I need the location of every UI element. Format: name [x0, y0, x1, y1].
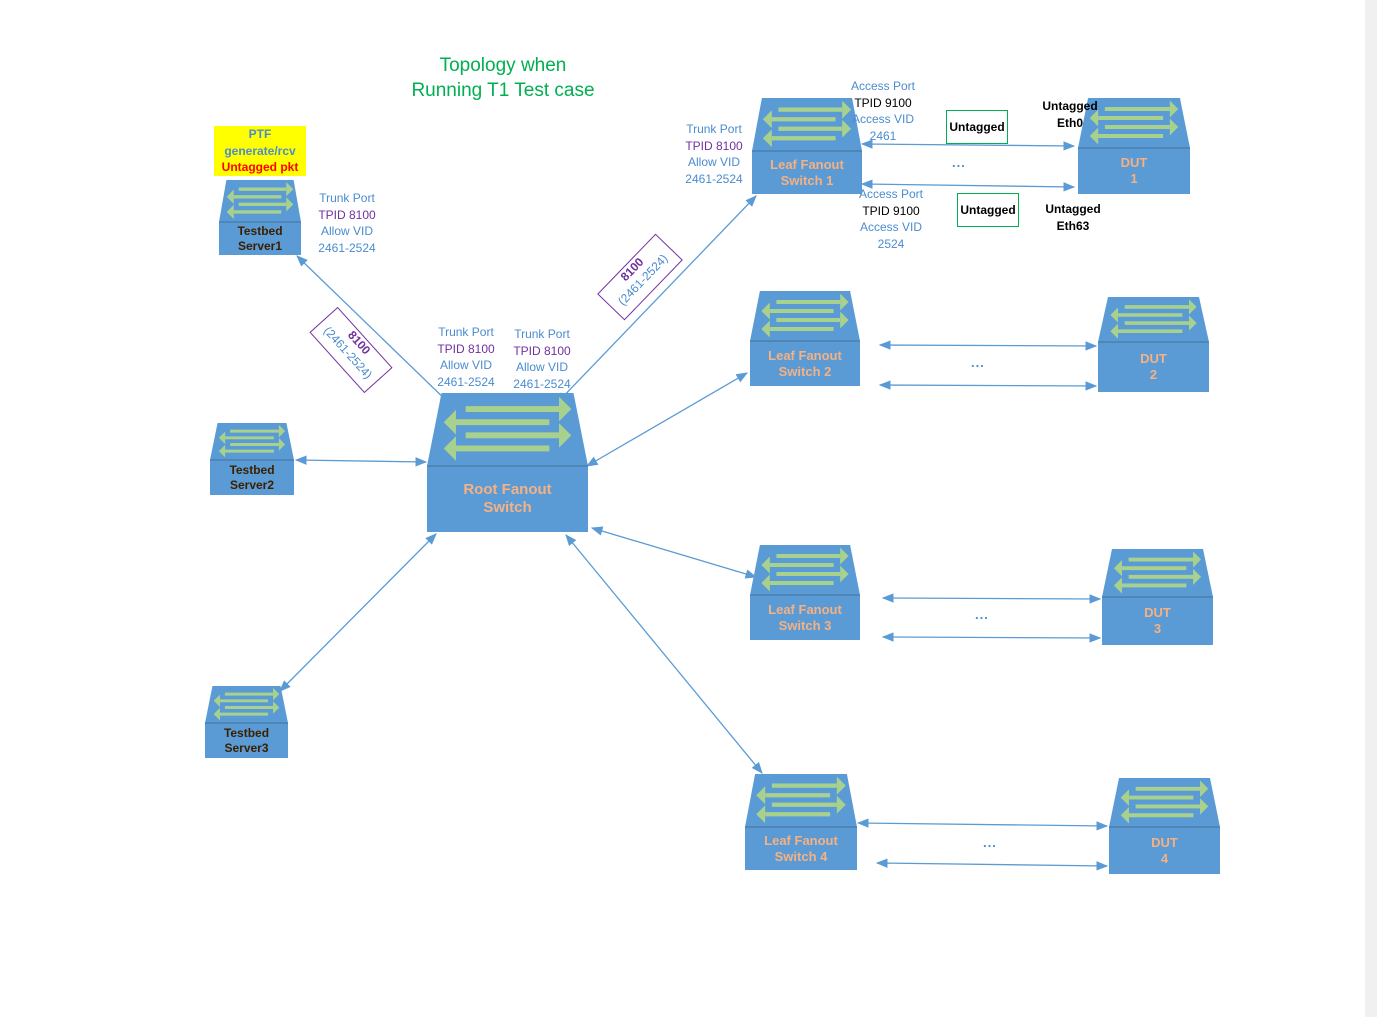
- switch-icon: [1102, 549, 1213, 645]
- ellipsis-leaf2-dut2: ...: [971, 355, 985, 370]
- device-label-line: Switch 4: [774, 848, 828, 864]
- leaf1-access-port-label-bottom: Access Port TPID 9100 Access VID 2524: [858, 187, 924, 251]
- device-label-line: Server3: [224, 740, 269, 755]
- leaf1-trunk-port-label: Trunk Port TPID 8100 Allow VID 2461-2524: [685, 122, 743, 186]
- link-leaf1-dut1-bottom: [860, 179, 1076, 192]
- device-label-line: Leaf Fanout: [764, 832, 838, 848]
- server1-trunk-port-label: Trunk Port TPID 8100 Allow VID 2461-2524: [318, 191, 376, 255]
- device-label-line: Switch 3: [778, 617, 832, 633]
- link-server1-root: [296, 255, 453, 407]
- switch-icon: [752, 98, 862, 194]
- leaf1-access-port-label-top: Access Port TPID 9100 Access VID 2461: [850, 79, 916, 143]
- link-leaf3-dut3-bottom: [881, 632, 1102, 643]
- switch-icon: [750, 291, 860, 386]
- link-root-leaf2: [585, 372, 749, 467]
- device-label-line: DUT: [1144, 605, 1171, 621]
- device-label-line: Server2: [229, 477, 275, 492]
- device-label-line: Testbed: [223, 726, 270, 741]
- link-leaf1-dut1-top: [860, 139, 1076, 151]
- device-label-line: Switch 2: [778, 363, 832, 379]
- switch-icon: [1109, 778, 1220, 874]
- link-leaf4-dut4-bottom: [875, 858, 1109, 871]
- link-root-leaf3: [590, 526, 758, 579]
- switch-icon: [427, 393, 588, 532]
- untagged-box-bottom: Untagged: [957, 193, 1019, 227]
- link-leaf4-dut4-top: [856, 818, 1109, 831]
- dut1-eth0-label: Untagged Eth0: [1042, 99, 1098, 130]
- diagram-title: Topology when Running T1 Test case: [411, 55, 595, 101]
- link-leaf2-dut2-bottom: [878, 380, 1098, 391]
- switch-icon: [750, 545, 860, 640]
- device-label-line: Root Fanout: [463, 481, 552, 498]
- device-label-line: Leaf Fanout: [768, 347, 842, 363]
- device-label-line: DUT: [1120, 155, 1148, 171]
- link-leaf3-dut3-top: [881, 593, 1102, 604]
- switch-icon: [1078, 98, 1190, 194]
- device-label-line: Leaf Fanout: [768, 601, 842, 617]
- link-leaf2-dut2-top: [878, 340, 1098, 351]
- link-server2-root: [294, 455, 428, 467]
- device-label-line: Switch 1: [780, 172, 834, 188]
- root-trunk-port-label-a: Trunk Port TPID 8100 Allow VID 2461-2524: [437, 325, 495, 389]
- switch-icon: [205, 686, 288, 758]
- device-label-line: Testbed: [237, 224, 283, 239]
- switch-icon: [210, 423, 294, 495]
- device-label-line: 1: [1130, 171, 1138, 186]
- device-label-line: Leaf Fanout: [770, 156, 844, 172]
- device-label-line: 4: [1160, 850, 1169, 866]
- root-trunk-port-label-b: Trunk Port TPID 8100 Allow VID 2461-2524: [513, 327, 571, 391]
- device-label-line: 3: [1153, 621, 1162, 636]
- ellipsis-leaf4-dut4: ...: [983, 835, 997, 850]
- device-label-line: DUT: [1151, 834, 1178, 850]
- ptf-note: PTF generate/rcv Untagged pkt: [214, 126, 306, 176]
- device-label-line: 2: [1149, 367, 1158, 382]
- link-root-leaf4: [565, 534, 763, 774]
- device-label-line: Server1: [237, 238, 283, 253]
- untagged-box-top: Untagged: [946, 110, 1008, 144]
- ellipsis-leaf3-dut3: ...: [975, 607, 989, 622]
- ellipsis-leaf1-dut1: ...: [952, 155, 966, 170]
- window-edge: [1365, 0, 1377, 1017]
- device-label-line: Switch: [483, 499, 532, 516]
- switch-icon: [219, 180, 301, 255]
- dut1-eth63-label: Untagged Eth63: [1045, 202, 1101, 233]
- switch-icon: [1098, 297, 1209, 392]
- link-root-leaf1: [556, 195, 757, 404]
- switch-icon: [745, 774, 857, 870]
- device-label-line: DUT: [1140, 351, 1167, 367]
- link-server3-root: [279, 533, 437, 692]
- device-label-line: Testbed: [229, 463, 275, 478]
